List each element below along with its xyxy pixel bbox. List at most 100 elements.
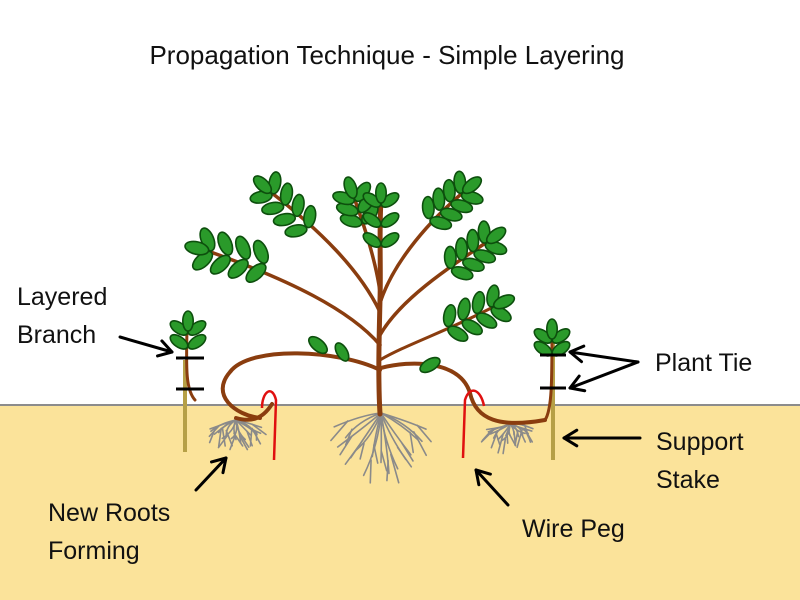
branch-left <box>203 248 382 347</box>
leaf <box>421 195 435 220</box>
root-fiber <box>369 459 372 484</box>
leaf <box>473 249 497 264</box>
leaf <box>492 294 516 310</box>
layered-branch-label-line2: Branch <box>17 321 97 349</box>
leaf <box>187 320 207 336</box>
leaf <box>343 176 358 200</box>
leaf <box>334 342 350 362</box>
arrow-shaft <box>194 456 228 492</box>
new-roots-label-line1: New Roots <box>48 499 171 527</box>
leaf <box>442 178 456 203</box>
root-fiber <box>506 432 509 444</box>
root-strand <box>235 419 262 435</box>
root-fiber <box>416 424 432 443</box>
leaf <box>279 182 294 206</box>
root-fiber <box>239 435 249 451</box>
leaf <box>429 215 453 231</box>
leaf <box>533 328 553 344</box>
leaf <box>447 325 469 342</box>
leaf <box>461 318 483 336</box>
root-strand <box>380 412 412 456</box>
leaf <box>169 320 189 336</box>
leaf <box>181 310 194 332</box>
layered-shoot-right-stem <box>543 328 554 422</box>
leaf <box>419 356 441 374</box>
arrow-head <box>474 468 492 487</box>
arrow-head <box>156 339 174 358</box>
root-fiber <box>359 442 365 460</box>
root-fiber <box>514 430 519 446</box>
leaf <box>249 190 273 204</box>
leaf <box>209 254 232 275</box>
arrow-shaft <box>568 350 640 364</box>
root-fiber <box>497 433 504 454</box>
arrow-head <box>568 344 586 364</box>
root-strand <box>380 412 399 470</box>
root-fiber <box>240 434 250 448</box>
root-fiber <box>401 442 414 462</box>
leaf <box>362 192 382 208</box>
root-fiber <box>409 431 415 454</box>
arrow-new-roots <box>194 456 228 492</box>
leaf <box>443 245 457 270</box>
root-fiber <box>339 435 353 456</box>
arrow-head <box>568 374 587 393</box>
leaf <box>475 312 498 329</box>
arrow-shaft <box>568 360 640 390</box>
root-fiber <box>217 434 229 449</box>
support-stake-left <box>183 360 187 452</box>
leaf <box>471 290 486 315</box>
root-fiber <box>251 423 267 436</box>
root-fiber <box>217 427 222 448</box>
leaf <box>460 190 484 205</box>
leaf <box>217 231 234 256</box>
leaf <box>490 305 512 323</box>
wire-peg-left <box>260 390 278 461</box>
soil <box>0 405 800 600</box>
root-fiber <box>502 438 507 455</box>
arrow-head <box>562 428 579 448</box>
leaf <box>439 207 463 222</box>
leaf <box>291 193 305 218</box>
leaf <box>252 239 269 265</box>
leaf <box>308 335 328 355</box>
root-fiber <box>380 450 388 472</box>
leaf <box>457 297 471 321</box>
arrow-shaft <box>474 468 510 507</box>
leaf <box>284 224 308 238</box>
main-root-system <box>330 412 432 484</box>
root-fiber <box>229 435 236 451</box>
root-fiber <box>495 431 501 446</box>
root-fiber <box>508 432 516 446</box>
arrow-shaft <box>118 335 174 354</box>
leaf <box>450 266 474 281</box>
leaf <box>551 328 571 344</box>
leaf <box>466 228 480 253</box>
leaf <box>245 262 267 283</box>
leaf <box>380 232 400 248</box>
root-fiber <box>225 429 234 447</box>
root-fiber <box>481 429 492 442</box>
root-fiber <box>396 446 413 468</box>
root-fiber <box>523 424 532 443</box>
leaf <box>484 240 508 256</box>
leaf <box>234 235 252 260</box>
leaf <box>450 199 474 214</box>
leaf <box>191 250 214 271</box>
root-strand <box>492 423 511 439</box>
leaf <box>462 257 485 273</box>
diagram-title: Propagation Technique - Simple Layering <box>149 40 625 70</box>
leaf <box>545 318 558 340</box>
leaf <box>261 201 285 216</box>
leaf <box>455 237 469 261</box>
root-strand <box>225 419 237 437</box>
leaf <box>432 187 446 211</box>
leaf <box>252 175 273 195</box>
branch-top <box>351 193 383 302</box>
root-fiber <box>389 453 400 484</box>
layered-branch-label-line1: Layered <box>17 283 108 311</box>
leaf <box>375 182 388 204</box>
root-fiber <box>233 432 244 447</box>
leaf <box>227 258 249 279</box>
